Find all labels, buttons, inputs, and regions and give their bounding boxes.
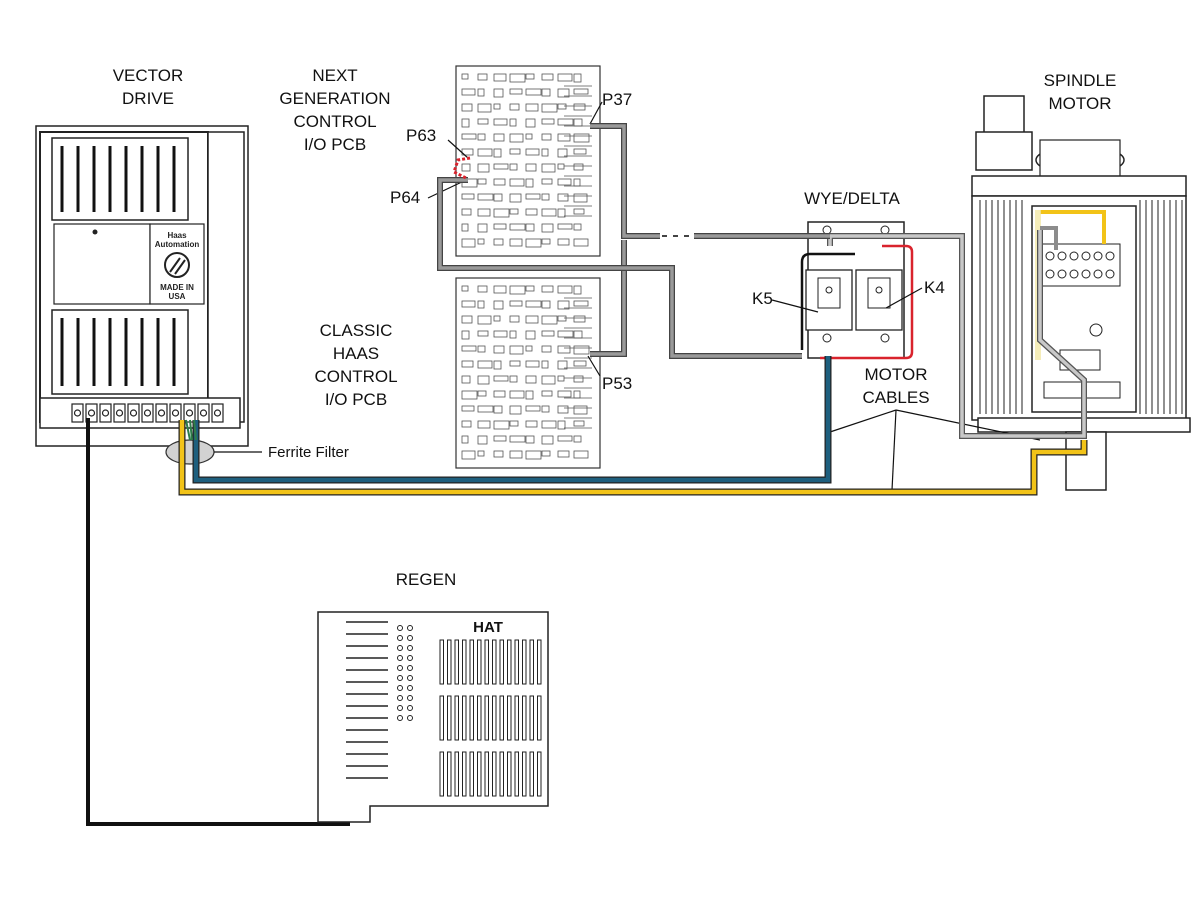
p64-label: P64 — [390, 188, 420, 207]
ferrite-filter — [165, 439, 215, 465]
next-gen-io-pcb — [455, 65, 601, 257]
motor-cables-label-line2: CABLES — [862, 388, 929, 407]
classic-label-line3: CONTROL — [314, 367, 397, 386]
next-gen-label-line3: CONTROL — [293, 112, 376, 131]
cable-runs — [86, 123, 1088, 826]
p37-label: P37 — [602, 90, 632, 109]
spindle-motor-label-line1: SPINDLE — [1044, 71, 1117, 90]
drive-brand-line2: Automation — [155, 240, 200, 249]
wye-delta-contactor-box — [800, 221, 914, 360]
p53-label: P53 — [602, 374, 632, 393]
classic-label-line1: CLASSIC — [320, 321, 393, 340]
ferrite-filter-label: Ferrite Filter — [268, 444, 349, 461]
regen-label: REGEN — [396, 570, 456, 589]
k4-label: K4 — [924, 278, 945, 297]
vector-drive-label-line1: VECTOR — [113, 66, 184, 85]
next-gen-label-line2: GENERATION — [279, 89, 390, 108]
drive-brand-line1: Haas — [167, 231, 187, 240]
wye-delta-label: WYE/DELTA — [804, 189, 900, 208]
vector-drive: Haas Automation MADE IN USA — [35, 125, 249, 447]
next-gen-label-line1: NEXT — [312, 66, 357, 85]
next-gen-label-line4: I/O PCB — [304, 135, 366, 154]
regen-brand-text: HAT — [473, 619, 503, 636]
haas-logo-icon — [164, 252, 190, 278]
classic-label-line4: I/O PCB — [325, 390, 387, 409]
motor-cables-label-line1: MOTOR — [865, 365, 928, 384]
p63-label: P63 — [406, 126, 436, 145]
drive-origin-line2: USA — [169, 292, 186, 301]
vector-drive-label-line2: DRIVE — [122, 89, 174, 108]
regen-resistor: HAT — [317, 611, 549, 823]
k5-label: K5 — [752, 289, 773, 308]
classic-label-line2: HAAS — [333, 344, 379, 363]
spindle-motor-label-line2: MOTOR — [1049, 94, 1112, 113]
drive-origin-line1: MADE IN — [160, 283, 194, 292]
classic-io-pcb — [455, 277, 601, 469]
